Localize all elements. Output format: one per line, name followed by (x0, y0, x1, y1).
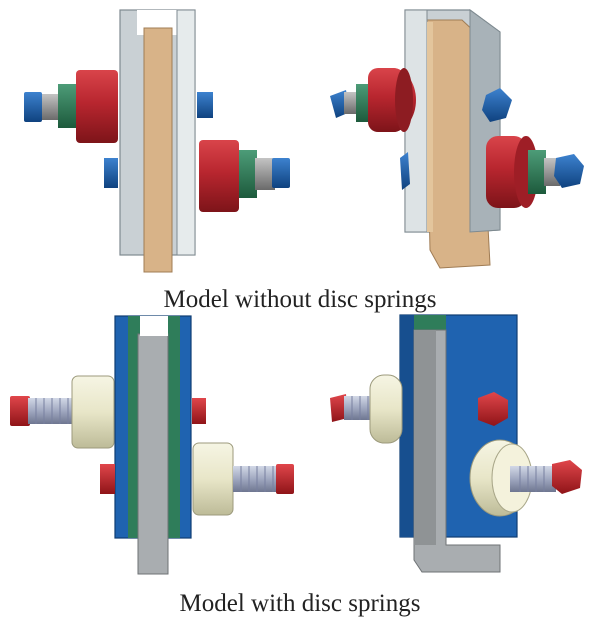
bolt-assembly-icon (24, 70, 213, 143)
disc-spring-icon (469, 439, 582, 517)
bolt-assembly-icon (400, 136, 584, 208)
model-with-springs-perspective (330, 314, 582, 573)
disc-spring-icon (100, 442, 294, 516)
plate-face-dark (400, 315, 414, 537)
disc-spring-icon (330, 374, 508, 444)
disc-spring-icon (10, 375, 206, 449)
model-with-springs-front (10, 315, 294, 575)
caption-with-springs: Model with disc springs (179, 590, 421, 617)
plate-edge (176, 9, 196, 256)
model-without-springs-front (24, 9, 290, 273)
washer-strip-left (128, 316, 140, 538)
web-plate (137, 333, 169, 575)
bolt-assembly-icon (104, 140, 290, 212)
caption-without-springs: Model without disc springs (163, 286, 437, 313)
bolt-assembly-icon (330, 68, 512, 132)
washer-strip-right (168, 316, 180, 538)
web-plate (143, 27, 173, 273)
model-without-springs-perspective (330, 9, 584, 269)
